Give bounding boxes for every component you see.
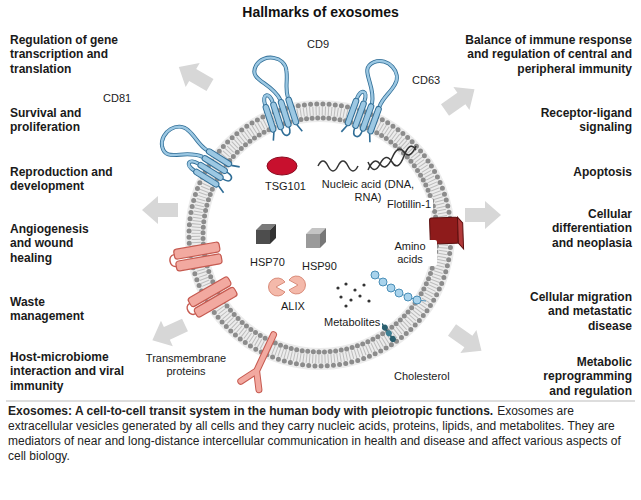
grey-arrow [437, 78, 483, 122]
component-label: CD63 [410, 74, 442, 87]
caption-heading: Exosomes: A cell-to-cell transit system … [8, 404, 497, 418]
receptor-protein [241, 330, 283, 389]
hsp90-protein [306, 228, 326, 248]
grey-arrow [142, 196, 178, 224]
function-label: Waste management [10, 295, 95, 324]
function-label: Survival and proliferation [10, 106, 100, 135]
transmembrane-protein [183, 276, 238, 321]
component-label: Amino acids [383, 240, 437, 266]
cholesterol-molecule [379, 322, 397, 343]
component-label: CD9 [305, 38, 331, 51]
component-label: TSG101 [263, 180, 308, 193]
function-label: Metabolic reprogramming and regulation [530, 355, 632, 398]
lipid-bilayer [185, 100, 455, 370]
grey-arrow [444, 319, 490, 363]
component-label: CD81 [101, 92, 133, 105]
component-label: Metabolites [322, 316, 382, 329]
function-label: Host-microbiome interaction and viral im… [10, 350, 147, 393]
grey-arrow [465, 201, 501, 229]
component-label: HSP90 [300, 260, 339, 273]
grey-arrow [172, 55, 217, 97]
function-label: Cellular differentiation and neoplasia [540, 207, 632, 250]
function-label: Reproduction and development [10, 165, 125, 194]
function-label: Balance of immune response and regulatio… [450, 33, 632, 76]
cd9-protein [248, 53, 306, 140]
grey-arrow [146, 312, 190, 353]
component-label: Cholesterol [392, 370, 452, 383]
function-label: Receptor-ligand signaling [532, 106, 632, 135]
nucleic-acid [318, 146, 416, 171]
component-label: Transmembrane proteins [138, 352, 234, 378]
hsp70-protein [256, 224, 276, 244]
alix-protein [269, 276, 306, 296]
cd63-protein [341, 56, 401, 144]
caption-rule [6, 401, 635, 402]
tsg101-protein [267, 157, 297, 175]
function-label: Apoptosis [552, 165, 632, 179]
amino-acid-chain [371, 271, 426, 304]
metabolite-dots [336, 282, 370, 307]
component-label: Flotillin-1 [385, 198, 433, 211]
component-label: ALIX [279, 300, 307, 313]
cd81-protein [155, 121, 242, 193]
figure-caption: Exosomes: A cell-to-cell transit system … [8, 404, 633, 464]
component-label: HSP70 [248, 256, 287, 269]
figure-title: Hallmarks of exosomes [0, 4, 641, 20]
function-label: Regulation of gene transcription and tra… [10, 33, 140, 76]
function-label: Angiogenesis and wound healing [10, 222, 98, 265]
transmembrane-protein [168, 242, 222, 273]
function-label: Cellular migration and metastatic diseas… [515, 290, 632, 333]
